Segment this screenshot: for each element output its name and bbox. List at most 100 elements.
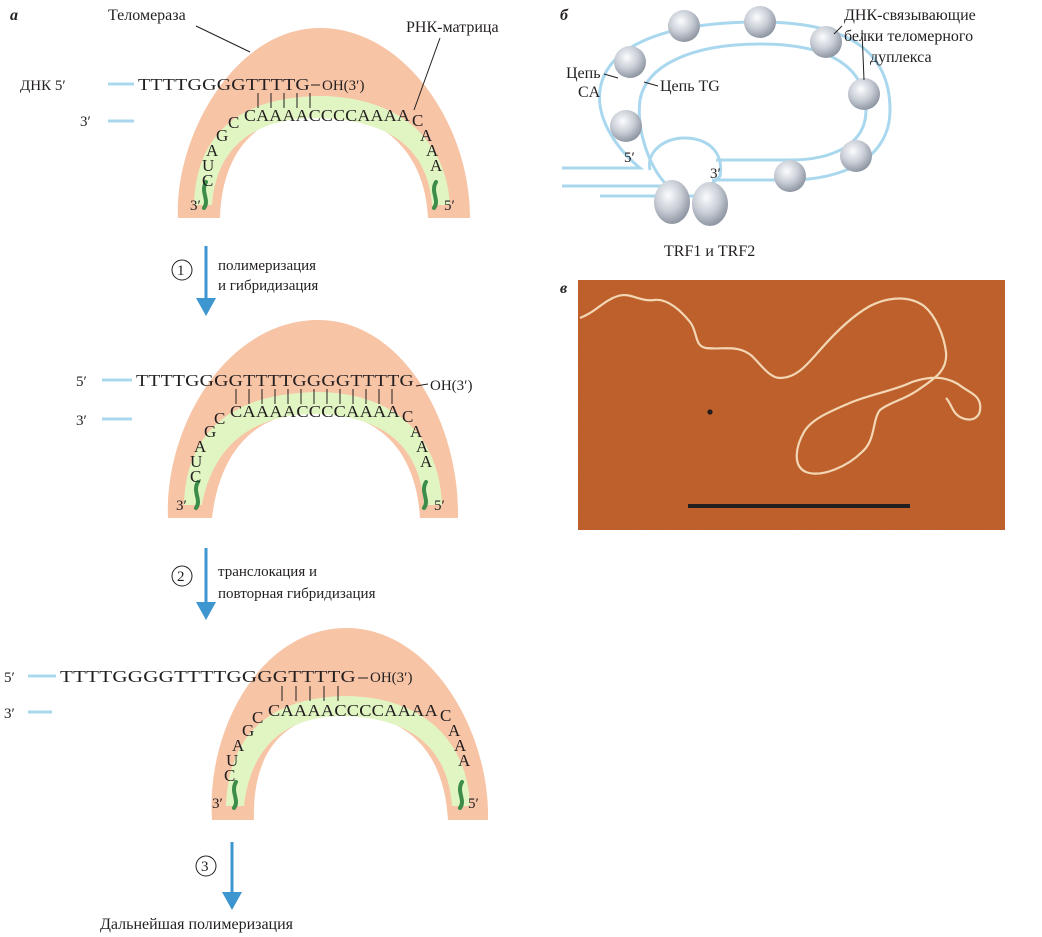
oh-leader	[415, 383, 429, 387]
step-1-arrowhead	[196, 298, 216, 316]
telomerase-leader	[195, 25, 251, 53]
step-2-badge	[171, 565, 193, 587]
protein-sphere	[610, 110, 642, 142]
rna-template-sequence: CAAAACCCCAAAA	[244, 106, 411, 125]
stage-3: 5′ 3′ TTTTGGGGTTTTGGGGTTTTG OH(3′) CAAAA…	[4, 627, 489, 820]
dna-3-label: 3′	[80, 114, 91, 130]
rna-base: A	[420, 452, 433, 471]
further-polymerization-label: Дальнейшая полимеризация	[100, 916, 294, 933]
stage-1: ДНК 5′ 3′ TTTTGGGGTTTTG OH(3′) CAAAACCCC…	[20, 7, 499, 219]
step-3: 3 Дальнейшая полимеризация	[100, 842, 294, 933]
oh-label: OH(3′)	[430, 378, 472, 394]
step-1-number: 1	[177, 263, 185, 279]
t-loop-diagram: ДНК-связывающие белки теломерного дуплек…	[562, 6, 976, 260]
rna-template-sequence: CAAAACCCCAAAA	[268, 701, 439, 720]
rna-5-label: 5′	[444, 198, 455, 214]
dna-sequence: TTTTGGGGTTTTGGGGTTTTG	[60, 667, 356, 686]
base-pair-ticks	[235, 389, 393, 404]
strand-ca-label-line2: CA	[578, 84, 601, 101]
dna-3-label: 3′	[76, 413, 87, 429]
step-2-text-line1: транслокация и	[218, 564, 317, 580]
dna-5-label: 5′	[76, 374, 87, 390]
oh-label: OH(3′)	[322, 78, 364, 94]
rna-base: A	[194, 437, 207, 456]
rna-base: A	[430, 156, 443, 175]
rna-base: C	[252, 708, 264, 727]
step-3-number: 3	[201, 859, 209, 875]
rna-base: A	[420, 126, 433, 145]
rna-3-label: 3′	[212, 796, 223, 812]
rna-3-label: 3′	[190, 198, 201, 214]
dna-sequence: TTTTGGGGTTTTG	[138, 75, 310, 94]
step-3-arrowhead	[222, 892, 242, 910]
binding-protein-label-line1: ДНК-связывающие	[844, 7, 976, 24]
rna-base: U	[190, 452, 202, 471]
dna-3-label: 3′	[4, 706, 15, 722]
rna-template-sequence: CAAAACCCCAAAA	[230, 402, 401, 421]
strand-tg-label: Цепь TG	[660, 78, 720, 95]
rna-5-end	[422, 480, 428, 510]
rna-base: C	[202, 171, 214, 190]
protein-sphere	[614, 46, 646, 78]
protein-sphere	[848, 78, 880, 110]
five-prime-label: 5′	[624, 150, 635, 166]
rna-5-label: 5′	[434, 498, 445, 514]
dna-molecule-trace	[579, 294, 982, 475]
strand-tg-leader	[643, 81, 659, 87]
base-pair-ticks	[257, 93, 311, 108]
rna-3-end	[194, 480, 200, 510]
rna-base: A	[454, 736, 467, 755]
rna-base: G	[216, 126, 228, 145]
rna-template-band	[184, 392, 442, 505]
rna-base: C	[214, 409, 226, 428]
three-prime-label: 3′	[710, 166, 721, 182]
micrograph-grain	[578, 280, 1005, 530]
step-1-text-line1: полимеризация	[218, 258, 316, 274]
rna-template-leader	[413, 37, 441, 111]
strand-ca-leader	[603, 73, 619, 79]
rna-base: C	[412, 111, 424, 130]
stage-2: 5′ 3′ TTTTGGGGTTTTGGGGTTTTG OH(3′) CAAAA…	[76, 319, 472, 518]
binding-protein-leader	[861, 29, 865, 81]
step-2: 2 транслокация и повторная гибридизация	[171, 548, 376, 620]
telomerase-enzyme	[211, 627, 489, 820]
rna-base: G	[242, 721, 254, 740]
rna-base: C	[190, 467, 202, 486]
binding-protein-leader	[833, 25, 843, 35]
panel-label-a: а	[10, 7, 18, 24]
step-2-number: 2	[177, 569, 185, 585]
panel-label-v: в	[560, 280, 567, 297]
rna-5-label: 5′	[468, 796, 479, 812]
rna-5-end	[458, 780, 464, 810]
rna-base: C	[402, 407, 414, 426]
rna-template-band	[194, 96, 450, 205]
dna-sequence: TTTTGGGGTTTTGGGGTTTTG	[136, 371, 414, 390]
rna-template-band	[226, 696, 470, 806]
rna-base: C	[224, 766, 236, 785]
step-1-text-line2: и гибридизация	[218, 278, 318, 294]
micrograph-particle	[707, 409, 713, 415]
step-3-badge	[195, 855, 217, 877]
electron-micrograph	[578, 280, 1005, 530]
strand-ca-label-line1: Цепь	[566, 65, 601, 82]
telomerase-enzyme	[167, 319, 459, 518]
rna-5-end	[432, 180, 438, 210]
rna-base: A	[232, 736, 245, 755]
rna-base: A	[448, 721, 461, 740]
rna-base: C	[440, 706, 452, 725]
dna-5-label: 5′	[4, 670, 15, 686]
rna-base: A	[458, 751, 471, 770]
rna-base: A	[206, 141, 219, 160]
rna-3-end	[202, 180, 208, 210]
protein-sphere	[774, 160, 806, 192]
trf-protein	[692, 182, 728, 226]
rna-base: G	[204, 422, 216, 441]
t-loop-displaced-strand	[600, 136, 723, 198]
binding-protein-label-line3: дуплекса	[870, 49, 932, 66]
telomerase-enzyme	[177, 27, 470, 219]
rna-base: A	[410, 422, 423, 441]
base-pair-ticks	[281, 686, 339, 701]
rna-3-end	[232, 780, 238, 810]
dna-5-label: ДНК 5′	[20, 78, 66, 94]
